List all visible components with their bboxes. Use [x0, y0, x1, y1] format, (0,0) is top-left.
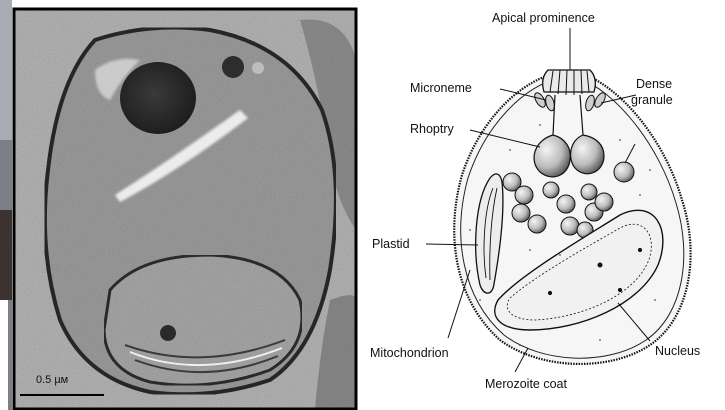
scale-bar-label: 0.5 µм	[36, 374, 68, 386]
label-rhoptry: Rhoptry	[410, 122, 455, 136]
label-mitochondrion: Mitochondrion	[370, 346, 449, 360]
diagram-dense-granule	[614, 162, 634, 182]
label-plastid: Plastid	[372, 237, 410, 251]
left-edge-photo-strip	[0, 0, 12, 410]
micrograph-dark-organelle	[120, 62, 196, 134]
label-microneme: Microneme	[410, 81, 472, 95]
label-merozoite-coat: Merozoite coat	[485, 377, 568, 391]
label-nucleus: Nucleus	[655, 344, 700, 358]
electron-micrograph	[14, 9, 356, 409]
label-dense-granule-line1: Dense	[636, 77, 672, 91]
label-dense-granule-line2: granule	[631, 93, 673, 107]
merozoite-diagram: Apical prominence Microneme Dense granul…	[370, 11, 700, 391]
label-apical-prominence: Apical prominence	[492, 11, 595, 25]
